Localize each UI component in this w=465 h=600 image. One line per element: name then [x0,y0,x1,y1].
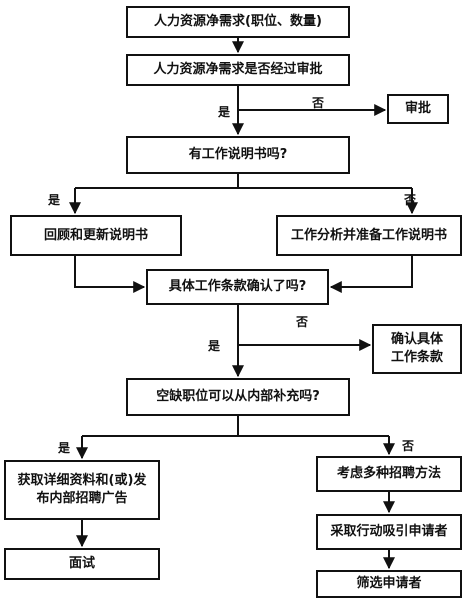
node-manpower-net-demand: 人力资源净需求(职位、数量) [126,6,350,38]
node-internal-ad: 获取详细资料和(或)发 布内部招聘广告 [4,460,160,520]
node-job-description-exists: 有工作说明书吗? [126,136,350,174]
label-yes-terms: 是 [208,339,221,353]
label-no-terms: 否 [296,315,309,329]
node-attract-applicants: 采取行动吸引申请者 [316,514,462,550]
node-review-update-description: 回顾和更新说明书 [10,215,182,256]
label-yes-job-description: 是 [48,193,61,207]
node-terms-confirmed: 具体工作条款确认了吗? [146,269,329,305]
node-internal-fill-check: 空缺职位可以从内部补充吗? [126,378,350,416]
arrow-review-update-to-terms [74,256,146,293]
arrow-job-analysis-to-terms [329,256,413,293]
node-demand-approval-check: 人力资源净需求是否经过审批 [126,54,350,86]
label-yes-internal-fill: 是 [58,441,71,455]
label-no-internal-fill: 否 [402,439,415,453]
label-no-job-description: 否 [404,193,417,207]
label-no-approval: 否 [312,96,325,110]
node-interview: 面试 [4,548,160,580]
node-screen-applicants: 筛选申请者 [316,570,462,598]
node-approve: 审批 [387,94,449,124]
node-job-analysis-prepare-description: 工作分析并准备工作说明书 [276,215,462,256]
node-recruitment-methods: 考虑多种招聘方法 [316,456,462,492]
label-yes-approval: 是 [218,105,231,119]
node-confirm-specific-terms: 确认具体 工作条款 [372,324,462,374]
